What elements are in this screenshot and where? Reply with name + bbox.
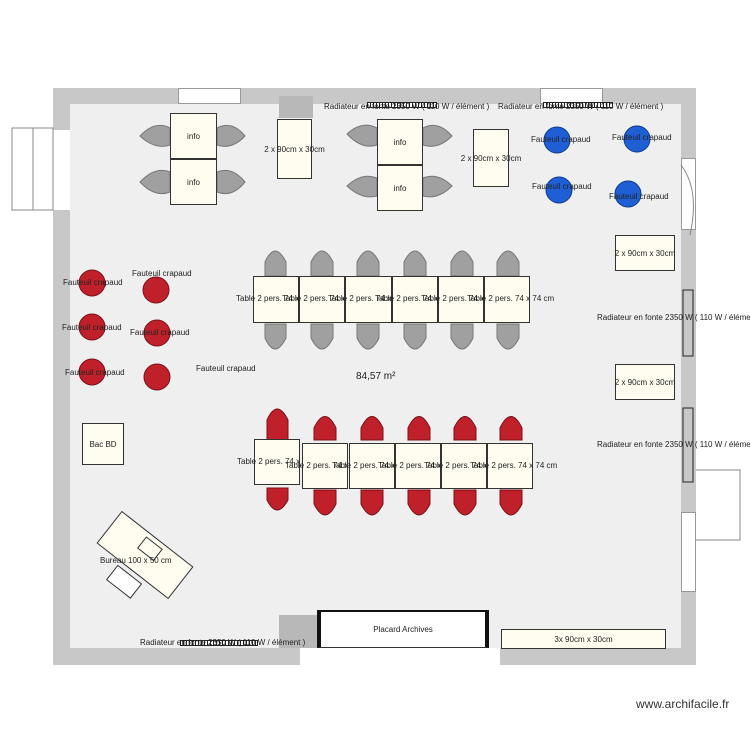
window-top-left (178, 88, 241, 104)
table-2-pers: Table 2 pers. 74 x 74 cm (285, 443, 372, 489)
bureau-label: Bureau 100 x 50 cm (100, 556, 172, 565)
window-right-lower (681, 512, 696, 592)
shelf: 3x 90cm x 30cm (501, 629, 666, 649)
window-right (681, 158, 696, 230)
table-2-pers: Table 2 pers. 74 x 74 cm (328, 276, 415, 323)
radiator-top-1 (367, 102, 437, 108)
table-2-pers: Table 2 pers. 74 x 74 cm (282, 276, 369, 323)
shelf: 2 x 90cm x 30cm (461, 129, 521, 187)
placard-archives: Placard Archives (317, 610, 489, 648)
table-2-pers: Table 2 pers. 74 x 74 cm (470, 443, 557, 489)
shelf: 2 x 90cm x 30cm (615, 364, 675, 400)
fauteuil-label: Fauteuil crapaud (62, 323, 122, 332)
info-table: info (377, 119, 423, 165)
info-table: info (170, 159, 217, 205)
watermark[interactable]: www.archifacile.fr (636, 697, 730, 711)
door-left (53, 130, 70, 210)
fauteuil-label: Fauteuil crapaud (65, 368, 125, 377)
shelf: 2 x 90cm x 30cm (615, 235, 675, 271)
fauteuil-label: Fauteuil crapaud (130, 328, 190, 337)
pillar-bottom (279, 615, 317, 648)
table-2-pers: Table 2 pers. 74 x 74 cm (332, 443, 419, 489)
table-2-pers: Table 2 pers. 74 x 74 cm (378, 443, 465, 489)
info-table: info (170, 113, 217, 159)
info-table: info (377, 165, 423, 211)
table-2-pers: Table 2 pers. 74 x 74 cm (237, 439, 324, 485)
room-area: 84,57 m² (356, 371, 396, 382)
radiator-label: Radiateur en fonte 2350 W ( 110 W / élém… (324, 102, 490, 111)
fauteuil-label: Fauteuil crapaud (132, 269, 192, 278)
fauteuil-label: Fauteuil crapaud (609, 192, 669, 201)
bac-bd: Bac BD (82, 423, 124, 465)
fauteuil-label: Fauteuil crapaud (612, 133, 672, 142)
radiator-label: Radiateur en fonte 2350 W ( 110 W / élém… (597, 440, 750, 449)
table-2-pers: Table 2 pers. 74 x 74 cm (424, 443, 511, 489)
radiator-label: Radiateur en fonte 2350 W ( 110 W / élém… (597, 313, 750, 322)
table-2-pers: Table 2 pers. 74 x 74 cm (375, 276, 462, 323)
fauteuil-label: Fauteuil crapaud (531, 135, 591, 144)
fauteuil-label: Fauteuil crapaud (196, 364, 256, 373)
pillar-top (279, 96, 313, 118)
table-2-pers: Table 2 pers. 74 x 74 cm (421, 276, 508, 323)
table-2-pers: Table 2 pers. 74 x 74 cm (236, 276, 323, 323)
radiator-bottom (180, 640, 258, 646)
door-bottom (300, 648, 500, 665)
radiator-top-2 (543, 102, 613, 108)
shelf: 2 x 90cm x 30cm (264, 119, 325, 179)
fauteuil-label: Fauteuil crapaud (63, 278, 123, 287)
table-2-pers: Table 2 pers. 74 x 74 cm (467, 276, 554, 323)
radiator-label: Radiateur en fonte 2350 W ( 110 W / élém… (140, 638, 306, 647)
radiator-label: Radiateur en fonte 2350 W ( 110 W / élém… (498, 102, 664, 111)
fauteuil-label: Fauteuil crapaud (532, 182, 592, 191)
